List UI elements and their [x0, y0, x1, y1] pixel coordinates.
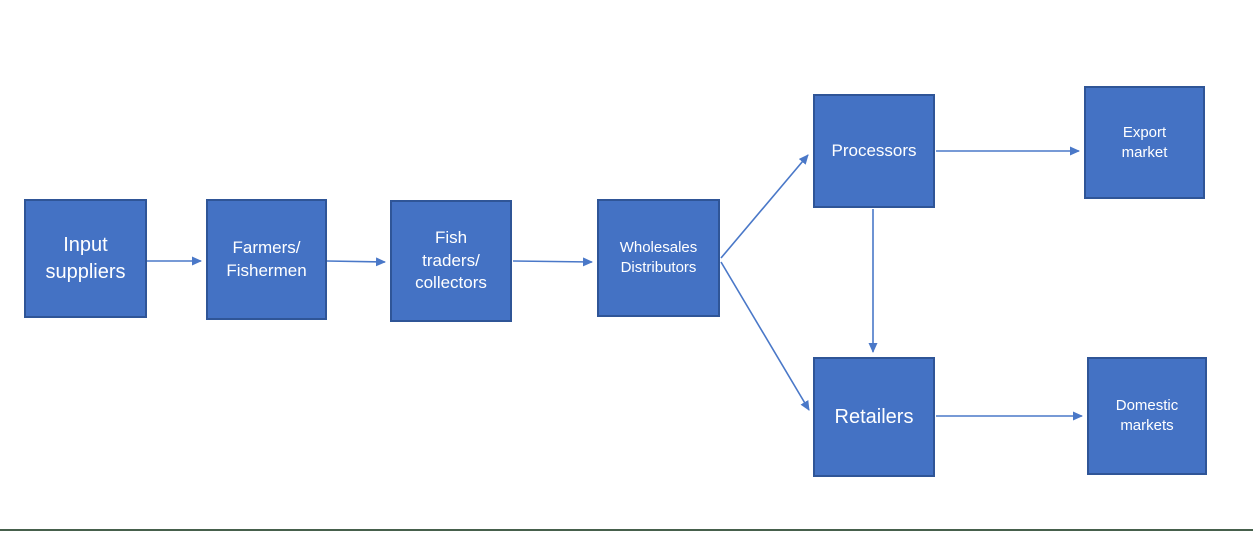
node-label-line: Export	[1122, 123, 1167, 141]
edge-farmers-fishermen-to-fish-traders-collectors	[326, 257, 386, 267]
node-label-line: suppliers	[45, 260, 126, 283]
node-label-line: collectors	[415, 273, 487, 293]
node-processors: Processors	[813, 94, 935, 208]
node-domestic-markets: Domestic markets	[1087, 357, 1207, 475]
node-label-line: traders/	[422, 250, 480, 270]
node-label-line: Farmers/	[232, 238, 301, 258]
node-retailers: Retailers	[813, 357, 935, 477]
node-label: Farmers/ Fishermen	[226, 237, 306, 282]
node-label-line: Wholesales	[619, 239, 698, 257]
node-wholesales-distributors: Wholesales Distributors	[597, 199, 720, 317]
node-input-suppliers: Input suppliers	[24, 199, 147, 318]
edge-fish-traders-collectors-to-wholesales-distributors	[512, 257, 593, 267]
node-label-line: Domestic	[1115, 397, 1179, 415]
bottom-divider	[0, 529, 1253, 531]
edge-wholesales-distributors-to-retailers	[720, 261, 810, 411]
node-export-market: Export market	[1084, 86, 1205, 199]
edge-wholesales-distributors-to-processors	[720, 154, 809, 259]
node-fish-traders-collectors: Fish traders/ collectors	[390, 200, 512, 322]
node-label-line: markets	[1120, 417, 1174, 434]
node-label: Retailers	[835, 404, 914, 430]
node-label-line: Retailers	[834, 405, 914, 428]
node-label-line: Distributors	[620, 259, 697, 276]
node-label: Input suppliers	[45, 232, 125, 285]
node-label-line: market	[1121, 143, 1168, 161]
node-label-line: Fishermen	[226, 260, 307, 280]
node-label-line: Processors	[831, 140, 917, 160]
node-label: Export market	[1122, 123, 1168, 163]
node-label: Fish traders/ collectors	[415, 227, 487, 294]
node-label: Wholesales Distributors	[620, 238, 698, 278]
node-label: Domestic markets	[1116, 396, 1179, 436]
node-label-line: Fish	[434, 228, 468, 248]
node-label-line: Input	[63, 234, 108, 257]
node-farmers-fishermen: Farmers/ Fishermen	[206, 199, 327, 320]
node-label: Processors	[831, 140, 916, 162]
